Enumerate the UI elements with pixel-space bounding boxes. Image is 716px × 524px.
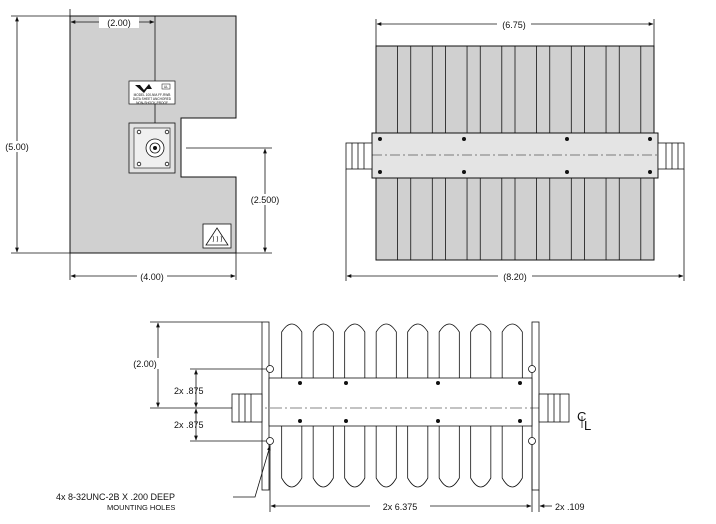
lower-fin [438, 426, 460, 488]
lower-fin [312, 426, 334, 488]
side-fins [281, 323, 523, 488]
front-dim-width: (4.00) [140, 272, 164, 282]
label-line-2: DATA SHEET ANCHORED [133, 97, 172, 101]
body-screw [435, 380, 440, 385]
centerline-symbol-sub: L [584, 418, 591, 433]
side-dim-top-offset: (2.00) [133, 359, 157, 369]
upper-fin [344, 323, 366, 378]
lower-fin [470, 426, 492, 488]
side-left-end-plate [261, 321, 270, 491]
mounting-holes [266, 365, 536, 445]
side-dim-hole-span: 2x 6.375 [383, 502, 418, 512]
side-dim-hole-spacing-upper: 2x .875 [174, 386, 204, 396]
label-line-1: MODEL 100-NM-FF-RWB [134, 93, 171, 97]
label-line-3: NON-SHOCK-PROOF [136, 101, 168, 105]
upper-fin [375, 323, 397, 378]
body-screw [518, 418, 523, 423]
mounting-hole-note: 4x 8-32UNC-2B X .200 DEEP [56, 492, 175, 502]
top-dim-fin-width: (6.75) [502, 20, 526, 30]
body-screw [297, 380, 302, 385]
side-dim-hole-spacing-lower: 2x .875 [174, 420, 204, 430]
side-view [150, 321, 583, 512]
side-dim-edge: 2x .109 [555, 502, 585, 512]
svg-text:UL: UL [164, 85, 168, 89]
front-dim-height: (5.00) [5, 142, 29, 152]
centerline-symbol: C [577, 409, 586, 424]
top-view [345, 19, 685, 281]
top-right-connector [657, 142, 685, 170]
body-screw [435, 418, 440, 423]
mounting-hole-note-sub: MOUNTING HOLES [107, 503, 175, 512]
body-screw [343, 380, 348, 385]
lower-fin [407, 426, 429, 488]
upper-fin [501, 323, 523, 378]
lower-fin [344, 426, 366, 488]
resistor-body [371, 132, 659, 179]
body-screws [378, 137, 652, 174]
body-screw [343, 418, 348, 423]
upper-fin [470, 323, 492, 378]
top-left-connector [345, 142, 373, 170]
side-right-connector [538, 393, 570, 423]
body-screw [297, 418, 302, 423]
side-right-end-plate [531, 321, 540, 491]
lower-fin [375, 426, 397, 488]
upper-fin [438, 323, 460, 378]
front-dim-connector-height: (2.500) [251, 195, 280, 205]
side-left-connector [231, 393, 263, 423]
body-screw [518, 380, 523, 385]
lower-fin [281, 426, 303, 488]
upper-fin [407, 323, 429, 378]
manufacturer-logo-icon [135, 84, 152, 93]
front-dim-top-offset: (2.00) [107, 18, 131, 28]
upper-fin [312, 323, 334, 378]
upper-fin [281, 323, 303, 378]
fin-dividers [397, 46, 642, 260]
side-resistor-body [268, 377, 533, 427]
lower-fin [501, 426, 523, 488]
front-view: UL [11, 9, 272, 280]
top-dim-overall-width: (8.20) [503, 272, 527, 282]
